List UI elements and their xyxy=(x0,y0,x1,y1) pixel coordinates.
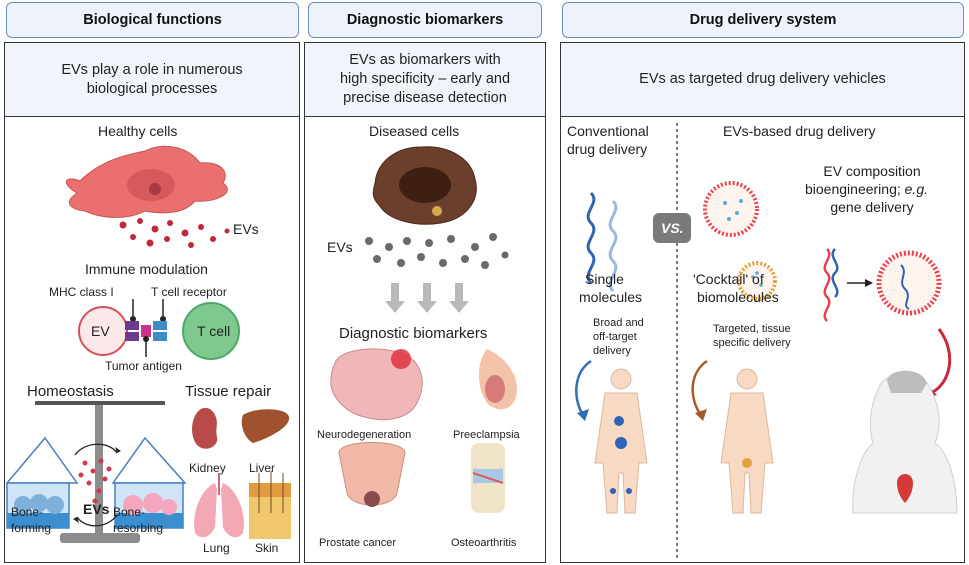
broad-delivery-label-2: off-target xyxy=(593,331,637,343)
section-divider xyxy=(676,123,678,559)
neurodegeneration-label: Neurodegeneration xyxy=(317,429,412,441)
tab-drug-delivery-system: Drug delivery system xyxy=(562,2,964,38)
immune-synapse-illustration xyxy=(78,299,240,360)
bone-resorbing-label-1: Bone- xyxy=(113,505,146,519)
bone-forming-label-2: forming xyxy=(11,521,52,535)
broad-delivery-label-1: Broad and xyxy=(593,317,644,329)
single-molecules-label-1: Single xyxy=(585,271,624,287)
tab-biological-functions: Biological functions xyxy=(6,2,299,38)
drug-delivery-illustration xyxy=(575,181,958,514)
homeostasis-label: Homeostasis xyxy=(27,383,114,400)
healthy-cells-label: Healthy cells xyxy=(98,123,178,139)
composition-label-1: EV composition xyxy=(823,163,921,179)
mhc-label: MHC class I xyxy=(49,285,114,299)
subheader-line: EVs play a role in numerous xyxy=(61,61,243,78)
evs-label: EVs xyxy=(233,221,259,237)
bone-resorbing-label-2: resorbing xyxy=(113,521,164,535)
targeted-delivery-label-1: Targeted, tissue xyxy=(713,323,791,335)
broad-delivery-label-3: delivery xyxy=(593,345,631,357)
diagnostic-biomarkers-panel: EVs as biomarkers with high specificity … xyxy=(304,42,546,563)
kidney-label: Kidney xyxy=(189,461,226,475)
skin-label: Skin xyxy=(255,541,279,555)
conventional-label-2: drug delivery xyxy=(567,141,648,157)
diseased-cell-illustration xyxy=(365,146,509,313)
evs-scale-label: EVs xyxy=(83,501,110,517)
subheader-line: high specificity – early and xyxy=(339,71,511,87)
drug-subheader: EVs as targeted drug delivery vehicles xyxy=(561,43,964,117)
tab-label: Drug delivery system xyxy=(689,12,837,28)
composition-text: bioengineering; xyxy=(805,181,901,197)
conventional-label-1: Conventional xyxy=(567,123,649,139)
biological-functions-panel: EVs play a role in numerous biological pr… xyxy=(4,42,300,563)
composition-label-2: bioengineering; e.g. xyxy=(805,181,928,197)
diseased-cells-label: Diseased cells xyxy=(369,123,460,139)
healthy-cell-illustration xyxy=(66,145,230,248)
tissue-repair-label: Tissue repair xyxy=(185,383,272,400)
preeclampsia-label: Preeclampsia xyxy=(453,429,520,441)
evs-based-label: EVs-based drug delivery xyxy=(723,123,876,139)
tissue-organs-illustration xyxy=(192,407,291,539)
osteoarthritis-label: Osteoarthritis xyxy=(451,537,517,549)
diagnostic-subheader: EVs as biomarkers with high specificity … xyxy=(305,43,545,117)
diagnostic-biomarkers-label: Diagnostic biomarkers xyxy=(339,325,488,342)
t-cell-label: T cell xyxy=(197,323,231,339)
biomarker-organs-illustration xyxy=(330,348,517,513)
tab-label: Diagnostic biomarkers xyxy=(346,12,504,28)
subheader-line: precise disease detection xyxy=(343,90,507,106)
immune-modulation-label: Immune modulation xyxy=(85,261,208,277)
ev-circle-label: EV xyxy=(91,323,110,339)
tab-label: Biological functions xyxy=(83,12,222,28)
targeted-delivery-label-2: specific delivery xyxy=(713,337,791,349)
biological-subheader: EVs play a role in numerous biological pr… xyxy=(5,43,299,117)
tumor-antigen-label: Tumor antigen xyxy=(105,359,182,373)
composition-eg: e.g. xyxy=(904,181,928,197)
subheader-line: EVs as targeted drug delivery vehicles xyxy=(639,71,886,87)
cocktail-label-2: biomolecules xyxy=(697,289,779,305)
tcr-label: T cell receptor xyxy=(151,285,227,299)
subheader-line: EVs as biomarkers with xyxy=(349,52,501,68)
prostate-cancer-label: Prostate cancer xyxy=(319,537,397,549)
lung-label: Lung xyxy=(203,541,230,555)
drug-delivery-panel: EVs as targeted drug delivery vehicles C… xyxy=(560,42,965,563)
cocktail-label-1: 'Cocktail' of xyxy=(693,271,764,287)
composition-label-3: gene delivery xyxy=(830,199,914,215)
homeostasis-scale-illustration xyxy=(5,401,187,543)
liver-label: Liver xyxy=(249,461,276,475)
single-molecules-label-2: molecules xyxy=(579,289,643,305)
bone-forming-label-1: Bone- xyxy=(11,505,44,519)
evs-label: EVs xyxy=(327,239,353,255)
subheader-line: biological processes xyxy=(86,80,218,97)
vs-badge: VS. xyxy=(661,220,684,236)
tab-diagnostic-biomarkers: Diagnostic biomarkers xyxy=(308,2,542,38)
